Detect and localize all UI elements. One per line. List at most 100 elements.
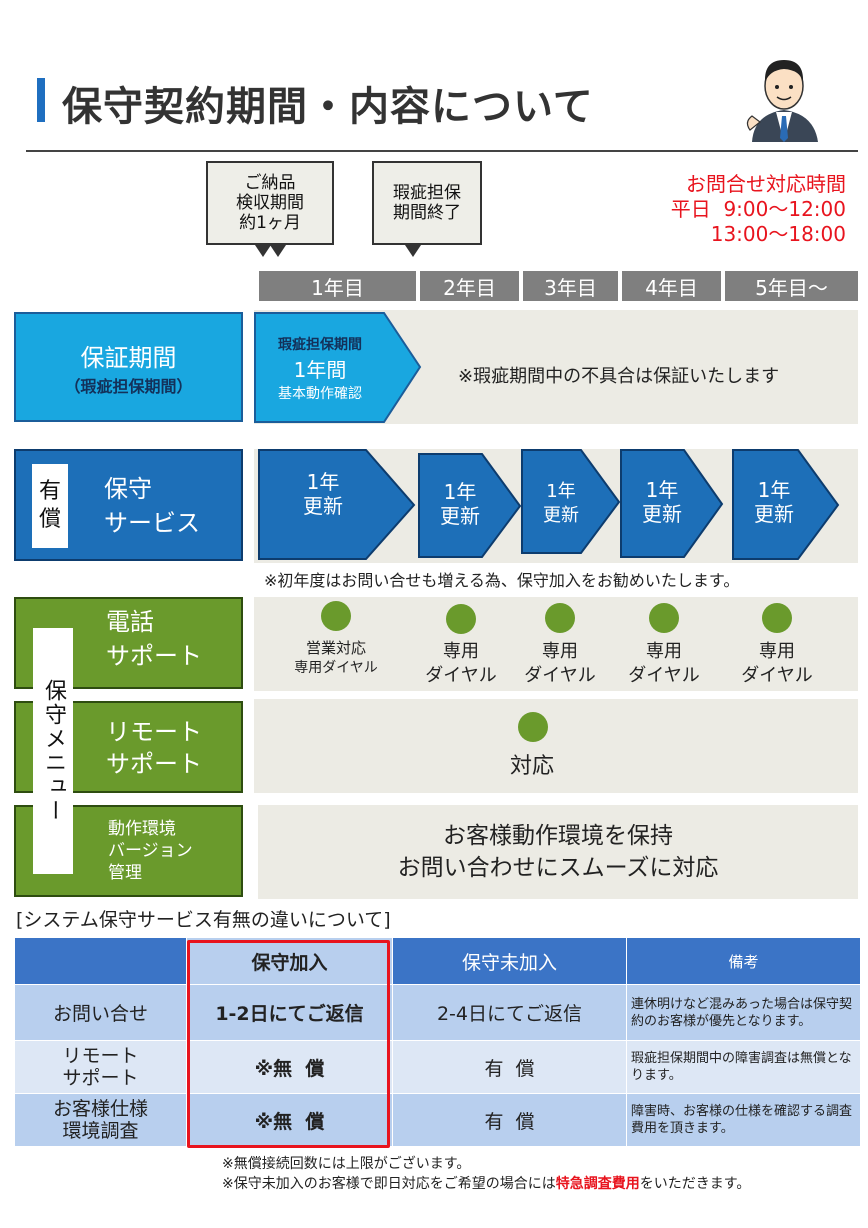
year-header: 1年目 (259, 271, 416, 301)
menu-label-line: 動作環境 (108, 819, 176, 839)
header-cell: 保守未加入 (392, 937, 627, 985)
warranty-sub: （瑕疵担保期間） (64, 376, 193, 396)
title-divider (26, 150, 858, 152)
phone-cell-line: 専用ダイヤル (294, 660, 378, 676)
available-dot-icon (321, 601, 351, 631)
renew-text: 1年更新 (620, 478, 704, 526)
phone-cell-line: ダイヤル (628, 665, 700, 686)
note-cell: 障害時、お客様の仕様を確認する調査費用を頂きます。 (626, 1093, 861, 1147)
renew-text: 1年更新 (732, 478, 816, 526)
phone-support-label: 電話 サポート (106, 605, 202, 673)
renew-text: 1年更新 (258, 470, 388, 518)
paid-note: ※初年度はお問い合せも増える為、保守加入をお勧めいたします。 (264, 571, 740, 590)
phone-cell: 専用ダイヤル (416, 640, 506, 688)
callout-line: ご納品 (244, 173, 296, 193)
phone-cell-line: ダイヤル (741, 665, 813, 686)
year-header: 4年目 (622, 271, 721, 301)
renew-arrow (620, 449, 724, 558)
env-band: お客様動作環境を保持 お問い合わせにスムーズに対応 (258, 805, 858, 899)
page-title: 保守契約期間・内容について (62, 84, 594, 130)
callout-line: 瑕疵担保 (393, 183, 461, 203)
arrow-line: 1年間 (293, 357, 347, 382)
callout-pointer-icon (270, 245, 286, 257)
row-label-line: お客様仕様 (52, 1098, 148, 1120)
phone-cell-line: 専用 (646, 641, 682, 662)
comparison-table: 保守加入 保守未加入 備考 お問い合せ 1-2日にてご返信 2-4日にてご返信 … (14, 937, 861, 1147)
paid-badge: 有 償 (32, 464, 68, 548)
renew-line: 1年 (645, 478, 679, 502)
renew-text: 1年更新 (418, 480, 502, 528)
year-header: 2年目 (420, 271, 519, 301)
phone-cell: 専用ダイヤル (732, 640, 822, 688)
title-accent-bar (37, 78, 45, 122)
renew-line: 更新 (754, 502, 794, 526)
note-cell: 連休明けなど混みあった場合は保守契約のお客様が優先となります。 (626, 984, 861, 1041)
table-row: お客様仕様環境調査 ※無 償 有 償 障害時、お客様の仕様を確認する調査費用を頂… (14, 1093, 861, 1147)
year-header: 3年目 (523, 271, 618, 301)
year-header: 5年目～ (725, 271, 858, 301)
env-value-line: お客様動作環境を保持 (443, 823, 673, 849)
joined-cell: ※無 償 (186, 1040, 393, 1094)
available-dot-icon (518, 712, 548, 742)
arrow-line: 瑕疵担保期間 (278, 336, 362, 353)
renew-line: 更新 (303, 494, 343, 518)
phone-cell-line: 専用 (759, 641, 795, 662)
header-cell: 保守加入 (186, 937, 393, 985)
phone-cell-line: 専用 (443, 641, 479, 662)
warranty-label: 保証期間 (80, 343, 177, 372)
footer-note-part: ※保守未加入のお客様で即日対応をご希望の場合には (222, 1176, 556, 1192)
row-label: お客様仕様環境調査 (14, 1093, 187, 1147)
phone-cell: 営業対応専用ダイヤル (266, 638, 406, 678)
renew-arrow (732, 449, 840, 560)
delivery-callout: ご納品 検収期間 約1ヶ月 (206, 161, 334, 245)
businessman-avatar-icon (746, 60, 818, 142)
phone-cell: 専用ダイヤル (619, 640, 709, 688)
footer-note: ※無償接続回数には上限がございます。 (222, 1156, 471, 1172)
hours-afternoon: 13:00～18:00 (710, 222, 846, 246)
renew-arrow (258, 449, 416, 560)
note-cell: 瑕疵担保期間中の障害調査は無償となります。 (626, 1040, 861, 1094)
not-joined-cell: 有 償 (392, 1093, 627, 1147)
callout-line: 期間終了 (393, 203, 461, 223)
phone-cell-line: 営業対応 (305, 639, 366, 657)
callout-pointer-icon (255, 245, 271, 257)
paid-label: 保守 サービス (104, 472, 200, 540)
available-dot-icon (545, 603, 575, 633)
header-cell (14, 937, 187, 985)
menu-label-line: リモート (106, 718, 202, 746)
arrow-line: 基本動作確認 (278, 385, 362, 402)
menu-label-line: バージョン (108, 841, 193, 861)
renew-line: 1年 (757, 478, 791, 502)
row-label-line: お問い合せ (52, 1003, 148, 1025)
renew-arrow (521, 449, 621, 554)
paid-label-line: サービス (104, 509, 200, 537)
menu-label-line: 管理 (108, 863, 142, 883)
contact-hours: お問合せ対応時間 平日 9:00～12:00 13:00～18:00 (671, 172, 846, 247)
not-joined-cell: 2-4日にてご返信 (392, 984, 627, 1041)
comparison-heading: [システム保守サービス有無の違いについて] (16, 909, 391, 931)
env-management-label: 動作環境 バージョン 管理 (108, 818, 193, 884)
row-label-line: リモート (62, 1045, 139, 1067)
warranty-arrow (254, 312, 422, 423)
menu-label-line: サポート (106, 750, 202, 778)
renew-line: 更新 (543, 505, 579, 526)
footer-note-highlight: 特急調査費用 (555, 1176, 640, 1192)
footer-note: ※保守未加入のお客様で即日対応をご希望の場合には特急調査費用をいただきます。 (222, 1175, 750, 1193)
warranty-note: ※瑕疵期間中の不具合は保証いたします (458, 366, 780, 387)
hours-weekday: 平日 9:00～12:00 (670, 197, 846, 221)
header-cell: 備考 (626, 937, 861, 985)
hours-title: お問合せ対応時間 (686, 172, 846, 196)
renew-line: 1年 (306, 470, 340, 494)
joined-cell: 1-2日にてご返信 (186, 984, 393, 1041)
callout-line: 約1ヶ月 (239, 213, 301, 233)
row-label: リモートサポート (14, 1040, 187, 1094)
renew-line: 更新 (642, 502, 682, 526)
row-label-line: サポート (62, 1067, 139, 1089)
warranty-end-callout: 瑕疵担保 期間終了 (372, 161, 482, 245)
phone-cell-line: 専用 (542, 641, 578, 662)
menu-label-line: サポート (106, 642, 202, 670)
remote-band (254, 699, 858, 793)
env-value-line: お問い合わせにスムーズに対応 (397, 855, 719, 881)
table-row: リモートサポート ※無 償 有 償 瑕疵担保期間中の障害調査は無償となります。 (14, 1040, 861, 1094)
menu-label-line: 電話 (106, 608, 154, 636)
